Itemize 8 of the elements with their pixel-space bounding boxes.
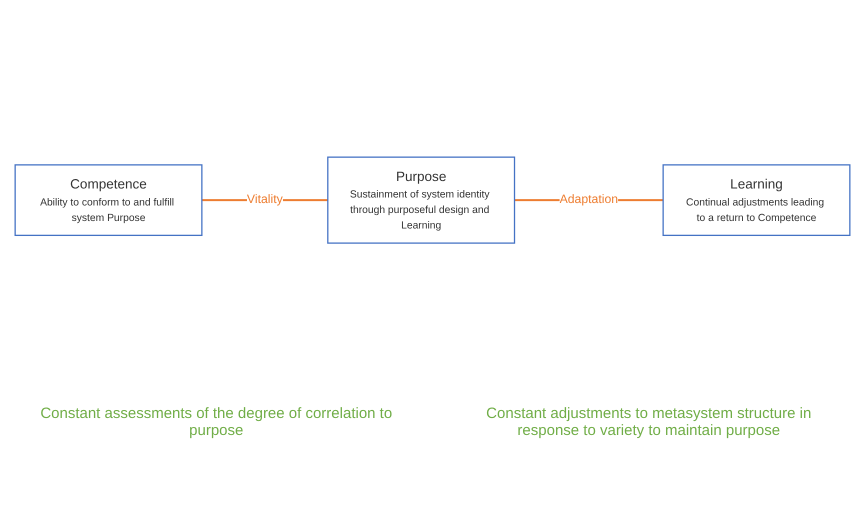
diagram: Vitality Adaptation Competence Ability to conform to and fulfill system Purpose Purpose Sustainment of system identity through purposeful design and Learning Learning Continual adjustments leading to a return to Competence [10,152,855,248]
note-text: Constant adjustments to metasystem structure in response to variety to maintain purpose [485,405,812,439]
note-text: Constant assessments of the degree of correlation to purpose [39,405,394,439]
node-box [662,164,850,236]
node-box [327,156,516,244]
node-box [14,164,202,236]
edge-label: Vitality [246,192,283,206]
edge-label: Adaptation [560,192,618,206]
